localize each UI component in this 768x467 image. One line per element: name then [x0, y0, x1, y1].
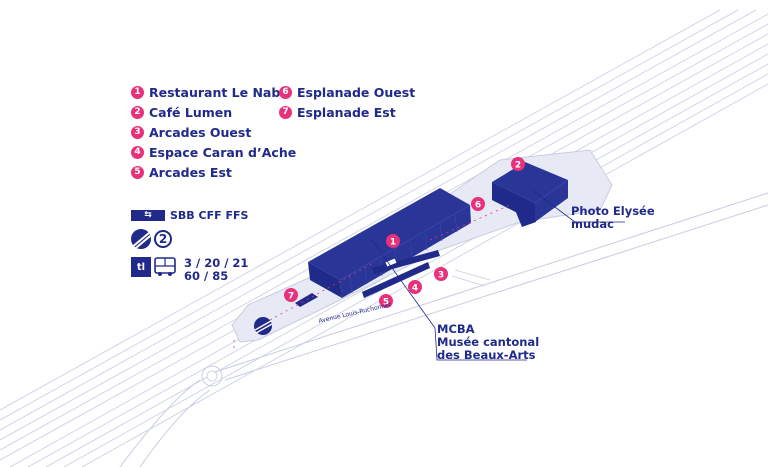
marker-2: 2 [511, 157, 525, 171]
legend-item: 3 Arcades Ouest [131, 122, 281, 142]
sbb-row: ⇆ SBB CFF FFS [131, 207, 248, 223]
legend-label: Espace Caran d’Ache [149, 144, 297, 160]
secondary-road [119, 379, 211, 467]
legend-badge: 6 [279, 85, 292, 99]
marker-5: 5 [379, 294, 393, 308]
legend-label: Restaurant Le Nabi [149, 84, 285, 100]
marker-4: 4 [408, 280, 422, 294]
legend-label: Arcades Ouest [149, 124, 252, 140]
photo-elysee-label: Photo Elysée mudac [571, 205, 655, 231]
leader-lines [371, 189, 625, 361]
marker-1: 1 [386, 234, 400, 248]
mcba-line-3: des Beaux-Arts [437, 348, 536, 362]
legend-item: 4 Espace Caran d’Ache [131, 142, 296, 162]
legend-label: Esplanade Est [297, 104, 396, 120]
svg-text:2: 2 [515, 161, 521, 171]
legend-item: 7 Esplanade Est [279, 102, 419, 122]
svg-text:7: 7 [288, 292, 294, 302]
bus-lines: 3 / 20 / 21 60 / 85 [184, 257, 248, 283]
mcba-line-2: Musée cantonal [437, 335, 540, 349]
legend-badge: 4 [131, 145, 144, 159]
arcades [362, 250, 440, 298]
bus-icon [154, 257, 176, 276]
legend-badge: 5 [131, 165, 144, 179]
legend-column-2: 6 Esplanade Ouest 7 Esplanade Est [279, 82, 419, 122]
legend-label: Arcades Est [149, 164, 232, 180]
legend-label: Café Lumen [149, 104, 233, 120]
legend-badge: 3 [131, 125, 144, 139]
legend-item: 2 Café Lumen [131, 102, 281, 122]
bus-row: tl 3 / 20 / 21 60 / 85 [131, 257, 248, 283]
metro-icon [131, 229, 151, 249]
legend-badge: 2 [131, 105, 144, 119]
legend-item: 5 Arcades Est [131, 162, 281, 182]
mcba-label: MCBA Musée cantonal des Beaux-Arts [437, 323, 539, 362]
marker-3: 3 [434, 267, 448, 281]
photo-elysee-line: Photo Elysée [571, 204, 655, 218]
marker-7: 7 [284, 288, 298, 302]
pink-paths [233, 204, 511, 350]
tl-logo-icon: tl [131, 257, 151, 277]
metro-logo-on-map [254, 317, 273, 335]
svg-text:1: 1 [390, 238, 396, 248]
access-path [451, 269, 491, 287]
bus-lines-1: 3 / 20 / 21 [184, 256, 249, 270]
marker-6: 6 [471, 197, 485, 211]
avenue-louis-ruchonnet [214, 192, 768, 381]
photo-elysee-mudac-building [492, 162, 568, 227]
transit-info: ⇆ SBB CFF FFS 2 tl 3 / 20 / 21 60 / 85 [131, 207, 248, 283]
legend-label: Esplanade Ouest [297, 84, 416, 100]
sbb-label: SBB CFF FFS [170, 208, 249, 222]
mudac-line: mudac [571, 217, 614, 231]
metro-line-badge: 2 [154, 230, 172, 248]
legend-badge: 7 [279, 105, 292, 119]
svg-text:5: 5 [383, 298, 389, 308]
legend-item: 1 Restaurant Le Nabi [131, 82, 285, 102]
bus-lines-2: 60 / 85 [184, 269, 229, 283]
legend-item: 6 Esplanade Ouest [279, 82, 419, 102]
svg-text:3: 3 [438, 271, 444, 281]
mcba-line: MCBA [437, 322, 475, 336]
map-markers: 1 2 3 4 5 6 7 [284, 157, 525, 308]
mcba-building [308, 188, 471, 298]
sbb-logo-icon: ⇆ [131, 209, 165, 221]
legend-badge: 1 [131, 85, 144, 99]
metro-row: 2 [131, 226, 248, 252]
roundabout [201, 365, 223, 387]
svg-text:4: 4 [412, 284, 418, 294]
svg-text:6: 6 [475, 201, 481, 211]
